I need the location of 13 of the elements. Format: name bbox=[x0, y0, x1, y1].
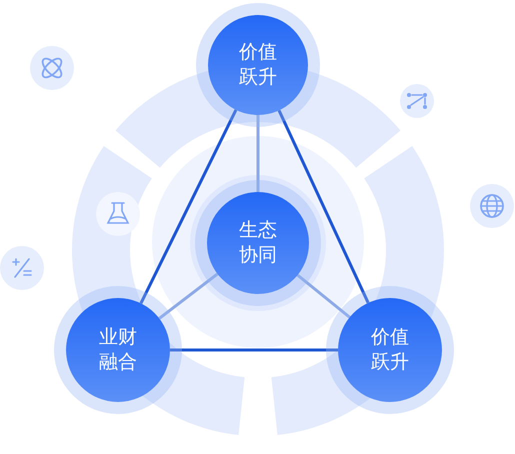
connector-line bbox=[278, 110, 370, 304]
connector-line bbox=[140, 109, 238, 304]
node-label: 价值跃升 bbox=[371, 325, 409, 375]
node-circle bbox=[208, 15, 308, 115]
node-circle bbox=[338, 298, 442, 402]
connector-line bbox=[296, 274, 351, 318]
connector-line bbox=[170, 348, 338, 352]
node-circle bbox=[66, 298, 170, 402]
connector-line bbox=[256, 115, 260, 192]
node-label: 生态协同 bbox=[239, 218, 277, 268]
node-label: 价值跃升 bbox=[239, 40, 277, 90]
connector-line bbox=[158, 272, 218, 320]
node-label: 业财融合 bbox=[99, 325, 137, 375]
